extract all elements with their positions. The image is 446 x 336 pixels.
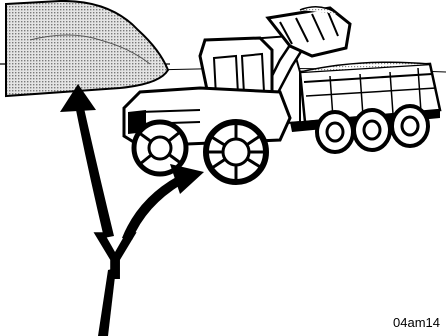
fork-label: Y <box>80 222 150 290</box>
gravel-pile-icon <box>6 1 168 96</box>
image-code: 04am14 <box>393 315 440 330</box>
